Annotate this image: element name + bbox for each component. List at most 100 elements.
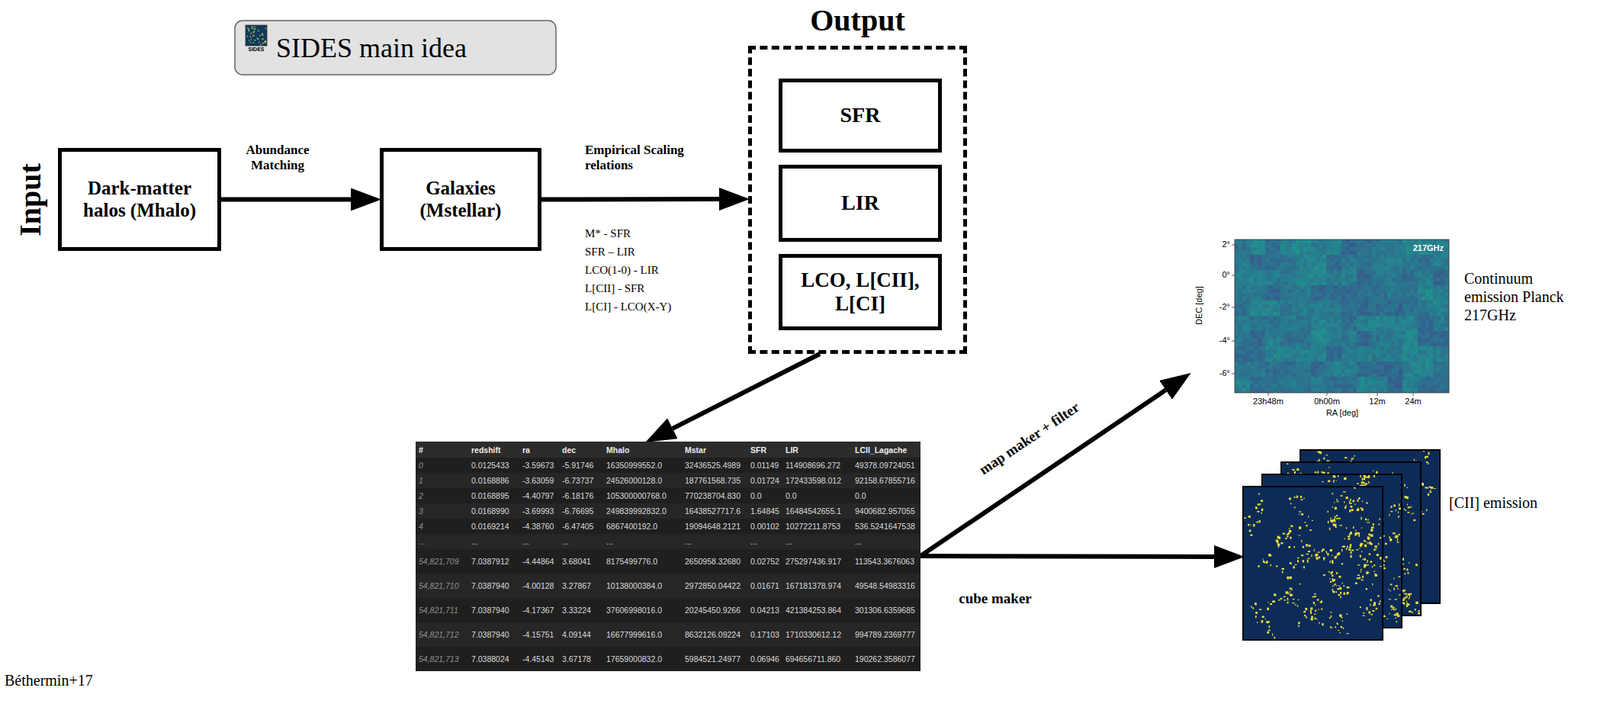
output-box: LCO, L[CII], L[CI] (778, 253, 942, 331)
edge-label: Abundance Matching (231, 142, 324, 174)
table-cell: 770238704.830 (681, 488, 748, 504)
table-cell: ... (782, 533, 852, 550)
table-cell: 0.0169214 (468, 518, 520, 534)
table-cell: 2 (415, 488, 469, 504)
node-label: SIDES main idea (276, 32, 467, 65)
relation: LCO(1-0) - LIR (584, 263, 738, 277)
table-cell: LCII_Lagache (851, 441, 921, 458)
tick-label: 23h48m (1246, 396, 1290, 407)
table-cell: 0.0 (851, 488, 921, 504)
table-cell: 172433598.012 (782, 472, 852, 489)
table-cell: 16350999552.0 (603, 457, 682, 473)
table-cell: 54,821,713 (415, 646, 469, 672)
table-cell: 16438527717.6 (681, 503, 748, 519)
table-cell: -3.63059 (519, 472, 560, 489)
table-cell: -5.91746 (559, 457, 604, 473)
table-cell: ... (415, 533, 469, 550)
table-cell: 0.17103 (747, 622, 783, 647)
table-cell: SFR (747, 441, 783, 458)
table-cell: 7.0388024 (468, 646, 520, 672)
table-cell: 4.09144 (559, 622, 604, 647)
table-cell: 7.0387940 (468, 597, 520, 623)
table-cell: 2650958.32680 (681, 549, 748, 574)
table-cell: 16484542655.1 (782, 503, 852, 519)
table-cell: ... (468, 533, 520, 550)
sky-map: 217GHzContinuum emission Planck 217GHz (1189, 232, 1453, 421)
flow-arrow (672, 353, 820, 429)
table-cell: -4.00128 (519, 573, 560, 598)
table-cell: 3 (415, 503, 469, 519)
node-label: Galaxies (Mstellar) (388, 177, 534, 222)
output-group: OutputSFRLIRLCO, L[CII], L[CI] (748, 45, 968, 354)
side-heading: Input (12, 150, 49, 250)
table-cell: redshift (468, 441, 520, 458)
table-cell: 37606998016.0 (603, 597, 682, 623)
table-cell: -6.76695 (559, 503, 604, 519)
table-cell: 0.0125433 (468, 457, 520, 473)
table-cell: 0.02752 (747, 549, 783, 574)
reference-note: Béthermin+17 (4, 671, 173, 690)
table-cell: 9400682.957055 (851, 503, 921, 519)
table-cell: 187761568.735 (681, 472, 748, 489)
table-cell: 0.04213 (747, 597, 783, 623)
table-cell: 3.27867 (559, 573, 604, 598)
table-cell: -6.18176 (559, 488, 604, 504)
edge-label: cube maker (934, 590, 1057, 608)
group-heading: Output (748, 2, 968, 39)
node-label: LCO, L[CII], L[CI] (787, 268, 934, 316)
node-label: LIR (841, 190, 880, 216)
table-cell: 10138000384.0 (603, 573, 682, 598)
table-cell: 54,821,712 (415, 622, 469, 647)
table-cell: 3.67178 (559, 646, 604, 672)
table-cell: 0.0168895 (468, 488, 520, 504)
table-cell: 2972850.04422 (681, 573, 748, 598)
table-cell: ra (519, 441, 560, 458)
table-cell: 694656711.860 (782, 646, 852, 672)
table-cell: -3.59673 (519, 457, 560, 473)
table-cell: 3.68041 (559, 549, 604, 574)
table-cell: 114908696.272 (782, 457, 852, 473)
table-cell: -6.73737 (559, 472, 604, 489)
node-label: 217GHz (1413, 243, 1444, 254)
table-cell: 1 (415, 472, 469, 489)
title-box: SIDES main idea (234, 20, 556, 75)
table-cell: 190262.3586077 (851, 646, 921, 672)
table-cell: 54,821,710 (415, 573, 469, 598)
table-cell: 32436525.4989 (681, 457, 748, 473)
table-cell: 19094648.2121 (681, 518, 748, 534)
table-cell: 17659000832.0 (603, 646, 682, 672)
table-cell: 7.0387940 (468, 622, 520, 647)
table-cell: -6.47405 (559, 518, 604, 534)
flow-arrow (541, 196, 720, 202)
table-cell: Mhalo (603, 441, 682, 458)
table-cell: 0.0 (747, 488, 783, 504)
node-label: [CII] emission (1448, 494, 1538, 512)
tick-label: 12m (1360, 396, 1395, 407)
axis-title: RA [deg] (1307, 408, 1377, 418)
table-cell: 92158.67855716 (851, 472, 921, 489)
title-panel (234, 20, 556, 75)
table-cell: dec (559, 441, 604, 458)
output-box: SFR (778, 78, 942, 153)
emission-cube (1243, 449, 1440, 640)
logo-text: SIDES (240, 46, 272, 53)
flow-arrow (221, 197, 351, 203)
tick-label: -6° (1201, 368, 1231, 379)
sides-logo (245, 25, 267, 46)
table-cell: 421384253.864 (782, 597, 852, 623)
table-cell: 0 (415, 457, 469, 473)
table-cell: 0.01149 (747, 457, 783, 473)
output-box: LIR (778, 164, 942, 242)
table-cell: 16677999616.0 (603, 622, 682, 647)
tick-label: 2° (1201, 239, 1231, 250)
relation: L[CI] - LCO(X-Y) (584, 299, 738, 314)
table-cell: 8175499776.0 (603, 549, 682, 574)
edge-label: map maker + filter (954, 384, 1104, 493)
table-cell: 105300000768.0 (603, 488, 682, 504)
table-cell: -4.45143 (519, 646, 560, 672)
table-cell: 4 (415, 518, 469, 534)
tick-label: 24m (1396, 396, 1430, 407)
logo-texture (247, 25, 267, 45)
table-cell: 24526000128.0 (603, 472, 682, 489)
table-cell: -4.44864 (519, 549, 560, 574)
